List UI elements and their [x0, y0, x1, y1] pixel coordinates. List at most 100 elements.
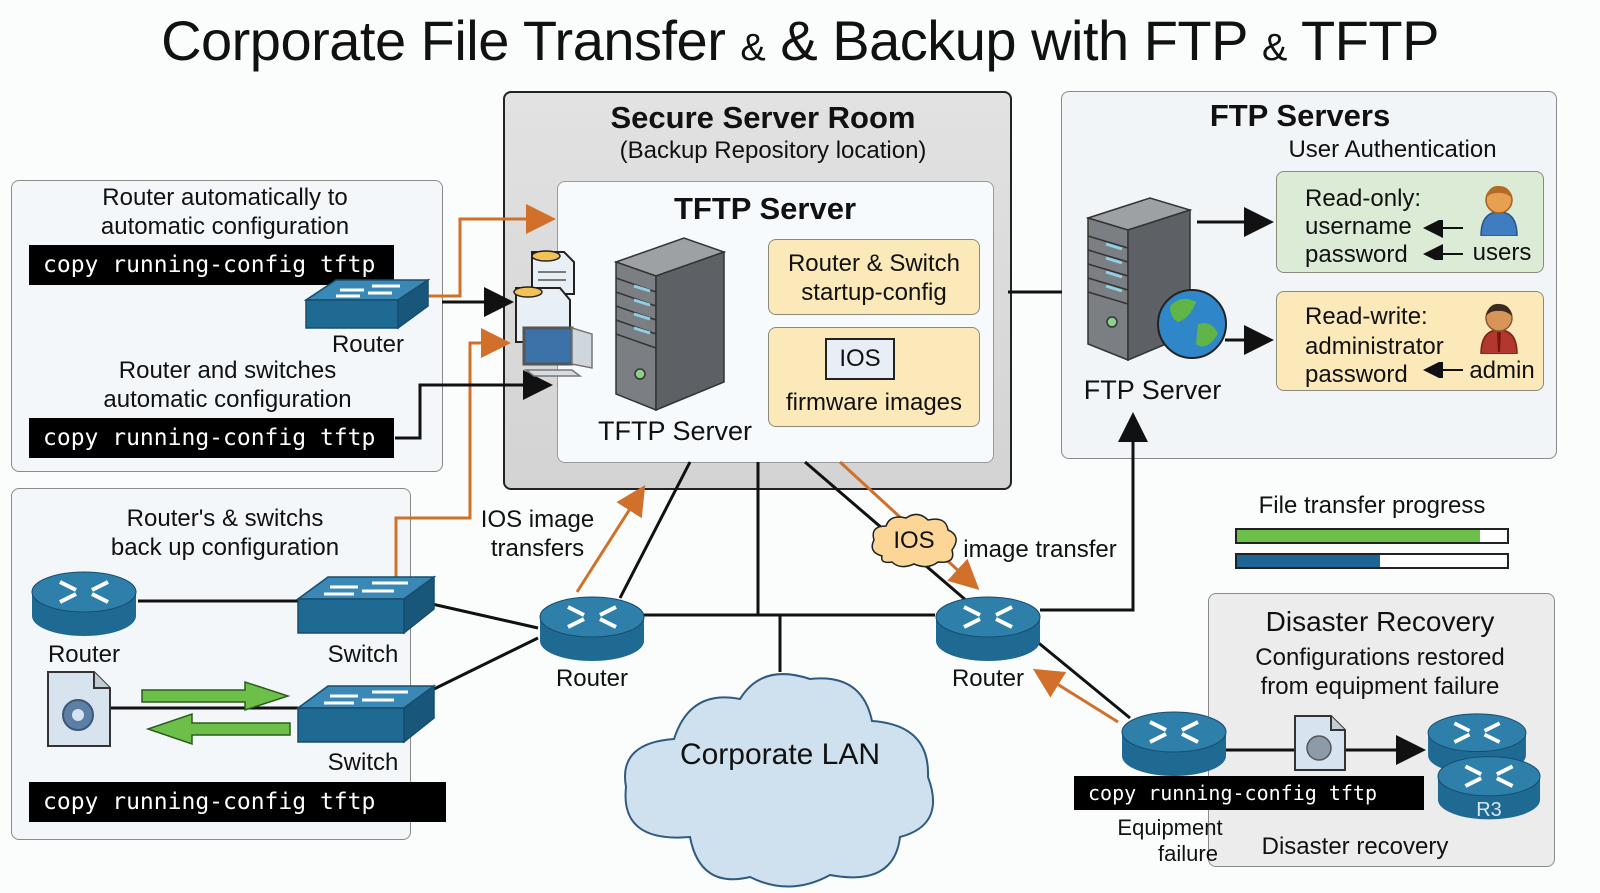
- disaster-recovery-subtitle: Configurations restored from equipment f…: [1225, 643, 1535, 701]
- auth-field-password: password: [1305, 361, 1408, 388]
- config-file-icon: [47, 671, 111, 747]
- orange-link-router-to-tftp: [428, 204, 556, 298]
- user-icon: [1480, 185, 1518, 236]
- corporate-lan-cloud-icon: [624, 673, 935, 888]
- orange-link-switch-to-tftp: [394, 328, 511, 578]
- router-icon: [539, 596, 645, 661]
- title-ampersand: &: [740, 27, 766, 69]
- ios-transfers-label: IOS image transfers: [470, 505, 605, 563]
- command-line: copy running-config tftp: [1074, 776, 1424, 810]
- router-label: Router: [47, 641, 121, 668]
- switch-icon: [296, 575, 436, 635]
- router-label: Router: [555, 665, 629, 692]
- diagram-title: Corporate File Transfer & & Backup with …: [0, 8, 1600, 73]
- corporate-lan-label: Corporate LAN: [679, 738, 881, 771]
- image-transfer-label: image transfer: [963, 536, 1117, 563]
- admin-label: admin: [1469, 357, 1535, 384]
- router-switch-icon: [303, 278, 430, 330]
- link-switch2-to-router: [431, 636, 539, 692]
- read-write-auth-box: Read-write: administrator password admin: [1276, 291, 1544, 391]
- switch-label: Switch: [327, 749, 399, 776]
- progress-bar-2: [1235, 553, 1509, 569]
- ios-file-badge: IOS: [825, 338, 895, 380]
- disaster-recovery-title: Disaster Recovery: [1265, 606, 1495, 637]
- auto-config-heading-2: Router and switches automatic configurat…: [60, 356, 395, 414]
- label-line: IOS image: [480, 506, 595, 533]
- disaster-recovery-footer: Disaster recovery: [1261, 833, 1449, 860]
- command-line: copy running-config tftp: [29, 245, 394, 285]
- green-arrow-left: [145, 712, 291, 746]
- note-line: Router & Switch: [787, 250, 961, 277]
- auth-field-password: password: [1305, 241, 1408, 268]
- subtitle-line: Configurations restored: [1255, 644, 1505, 671]
- auth-field-username: username: [1305, 213, 1412, 240]
- equipment-failure-label: Equipment failure: [1100, 815, 1240, 867]
- link-room-to-router-center: [618, 461, 692, 599]
- label-line: Equipment: [1117, 815, 1223, 840]
- arrow-left-icon: [1423, 362, 1463, 378]
- heading-line: back up configuration: [110, 534, 340, 561]
- title-part: & Backup with FTP: [780, 9, 1247, 72]
- heading-line: Router automatically to: [102, 184, 348, 211]
- router-icon: [935, 596, 1041, 661]
- orange-ios-up: [575, 484, 646, 593]
- heading-line: automatic configuration: [100, 213, 350, 240]
- switch-label: Switch: [327, 641, 399, 668]
- tftp-server-label: TFTP Server: [597, 416, 753, 446]
- config-file-icon: [1294, 715, 1346, 771]
- users-label: users: [1472, 239, 1532, 266]
- read-only-auth-box: Read-only: username password users: [1276, 171, 1544, 273]
- ios-cloud-text: IOS: [893, 527, 935, 554]
- label-line: transfers: [490, 535, 585, 562]
- ftp-panel-subtitle: User Authentication: [1288, 136, 1497, 163]
- progress-fill: [1237, 555, 1381, 567]
- ios-cloud-icon: [871, 513, 957, 568]
- heading-line: Router and switches: [118, 357, 337, 384]
- command-line: copy running-config tftp: [29, 418, 394, 458]
- label-line: failure: [1158, 841, 1218, 866]
- command-line: copy running-config tftp: [29, 782, 446, 822]
- progress-fill: [1237, 530, 1480, 542]
- ios-badge-text: IOS: [839, 345, 881, 372]
- ftp-server-label: FTP Server: [1083, 375, 1222, 405]
- firmware-label: firmware images: [785, 389, 963, 416]
- ftp-panel-title: FTP Servers: [1209, 98, 1391, 133]
- r3-tag: R3: [1476, 799, 1502, 821]
- ftp-server-tower-icon: [1086, 197, 1227, 362]
- file-computer-icon: [513, 250, 593, 377]
- router-label: Router: [331, 331, 405, 358]
- server-room-title: Secure Server Room: [610, 100, 916, 135]
- title-ampersand: &: [1262, 27, 1287, 69]
- green-arrow-right: [141, 680, 291, 712]
- heading-line: automatic configuration: [103, 386, 352, 413]
- router-label: Router: [951, 665, 1025, 692]
- title-part: Corporate File Transfer: [161, 9, 726, 72]
- note-line: startup-config: [801, 279, 947, 306]
- heading-line: Router's & switchs: [126, 505, 324, 532]
- backup-config-panel: [11, 488, 411, 840]
- link-failed-router-to-router: [1034, 638, 1131, 720]
- progress-title: File transfer progress: [1258, 492, 1486, 519]
- auto-config-heading-1: Router automatically to automatic config…: [60, 183, 390, 241]
- orange-restore-arrow: [1032, 668, 1119, 724]
- backup-config-heading: Router's & switchs back up configuration: [60, 504, 390, 562]
- tftp-panel-title: TFTP Server: [673, 191, 857, 226]
- progress-bar-1: [1235, 528, 1509, 544]
- admin-user-icon: [1480, 303, 1518, 354]
- subtitle-line: from equipment failure: [1260, 673, 1500, 700]
- server-room-subtitle: (Backup Repository location): [619, 137, 927, 164]
- r3-router-icon: [1437, 756, 1541, 820]
- link-switch1-to-router: [431, 602, 539, 630]
- link-router-right-to-ftp: [1040, 412, 1148, 612]
- failed-router-icon: [1121, 711, 1227, 776]
- switch-icon: [296, 684, 436, 744]
- firmware-images-note: IOS firmware images: [768, 327, 980, 427]
- auth-mode-title: Read-write:: [1305, 303, 1428, 330]
- tftp-server-tower-icon: [613, 237, 727, 412]
- router-icon: [31, 571, 137, 636]
- auth-mode-title: Read-only:: [1305, 185, 1422, 212]
- startup-config-note: Router & Switch startup-config: [768, 239, 980, 315]
- arrows-left-icon: [1423, 220, 1463, 260]
- auth-field-administrator: administrator: [1305, 333, 1444, 360]
- black-link-cmd-to-tftp: [395, 370, 553, 440]
